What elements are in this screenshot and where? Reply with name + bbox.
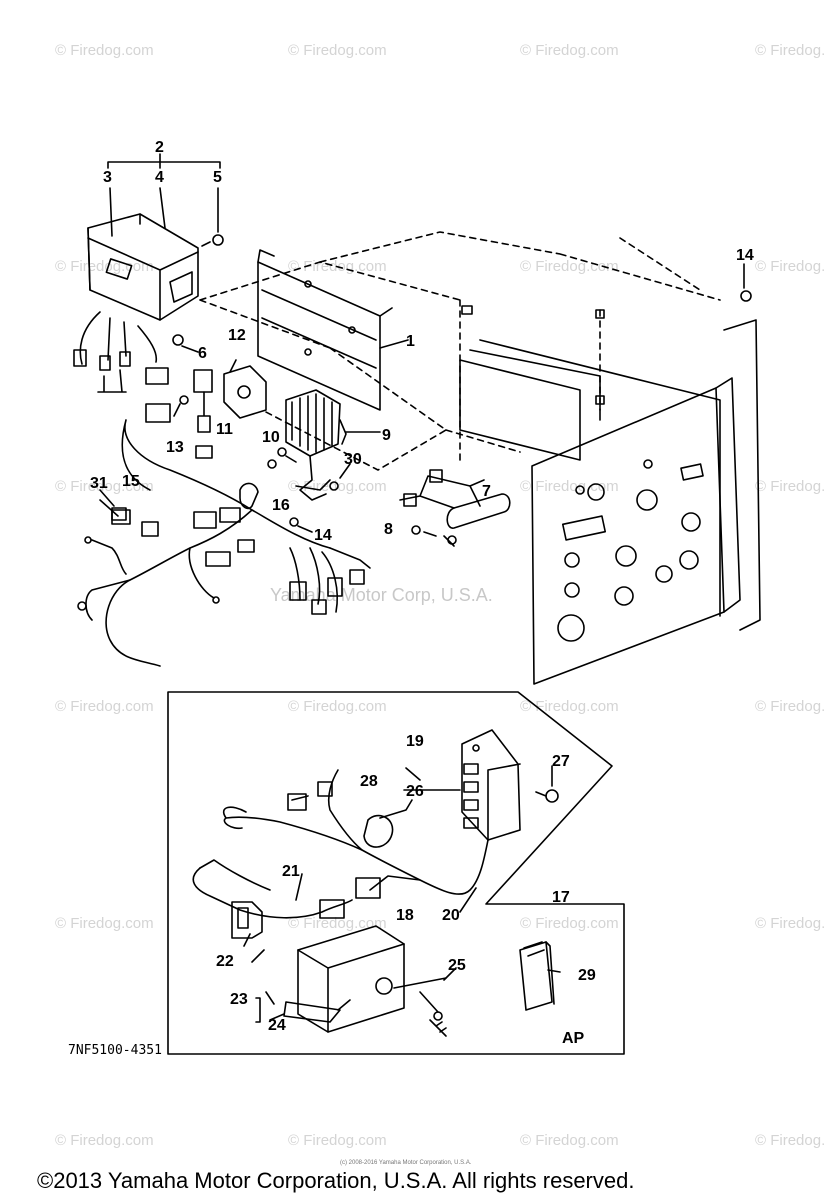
callout-1: 1 <box>406 333 415 350</box>
callout-28: 28 <box>360 773 378 790</box>
watermark: © Firedog.com <box>55 42 154 59</box>
callout-23: 23 <box>230 991 248 1008</box>
part-code: 7NF5100-4351 <box>68 1043 162 1058</box>
callout-10: 10 <box>262 429 280 446</box>
watermark: © Firedog.com <box>520 258 619 275</box>
watermark: © Firedog.com <box>520 698 619 715</box>
watermark: © Firedog.com <box>55 1132 154 1149</box>
leader-line <box>109 187 219 237</box>
ap-kit-outline <box>167 691 625 1055</box>
ap-control-box <box>461 729 521 841</box>
watermark: © Firedog.com <box>55 915 154 932</box>
watermark: © Firedog.com <box>755 1132 825 1149</box>
harness-15 <box>121 419 331 549</box>
watermark: © Firedog.com <box>55 478 154 495</box>
screw-icon <box>740 290 752 302</box>
callout-2: 2 <box>155 139 164 156</box>
watermark: © Firedog.com <box>755 258 825 275</box>
control-box <box>87 213 199 321</box>
mount-plate <box>257 261 381 411</box>
watermark: © Firedog.com <box>755 698 825 715</box>
watermark: © Firedog.com <box>288 42 387 59</box>
callout-25: 25 <box>448 957 466 974</box>
callout-8: 8 <box>384 521 393 538</box>
callout-14a: 14 <box>736 247 754 264</box>
watermark: © Firedog.com <box>520 1132 619 1149</box>
watermark: © Firedog.com <box>755 478 825 495</box>
callout-13: 13 <box>166 439 184 456</box>
callout-24: 24 <box>268 1017 286 1034</box>
callout-30: 30 <box>344 451 362 468</box>
callout-27: 27 <box>552 753 570 770</box>
callout-15: 15 <box>122 473 140 490</box>
watermark: © Firedog.com <box>288 1132 387 1149</box>
cable-21 <box>192 867 353 919</box>
callout-3: 3 <box>103 169 112 186</box>
callout-5: 5 <box>213 169 222 186</box>
ap-label: AP <box>562 1030 585 1047</box>
callout-17: 17 <box>552 889 570 906</box>
harness-20 <box>225 816 489 895</box>
bracket-line <box>107 153 221 169</box>
small-copyright: (c) 2008-2016 Yamaha Motor Corporation, … <box>340 1160 472 1166</box>
watermark: © Firedog.com <box>55 258 154 275</box>
callout-9: 9 <box>382 427 391 444</box>
regulator <box>285 389 341 457</box>
manual-icon <box>519 941 553 1011</box>
callout-4: 4 <box>155 169 164 186</box>
callout-7: 7 <box>482 483 491 500</box>
callout-22: 22 <box>216 953 234 970</box>
callout-6: 6 <box>198 345 207 362</box>
callout-21: 21 <box>282 863 300 880</box>
battery <box>297 925 405 1033</box>
watermark: © Firedog.com <box>755 915 825 932</box>
callout-31: 31 <box>90 475 108 492</box>
rear-housing <box>459 359 581 461</box>
front-panel <box>531 387 725 685</box>
callout-20: 20 <box>442 907 460 924</box>
wire <box>79 311 158 365</box>
callout-29: 29 <box>578 967 596 984</box>
watermark: © Firedog.com <box>288 915 387 932</box>
callout-18: 18 <box>396 907 414 924</box>
watermark: © Firedog.com <box>288 698 387 715</box>
watermark: © Firedog.com <box>755 42 825 59</box>
rectifier <box>223 365 267 419</box>
screw-icon <box>212 234 224 246</box>
callout-11: 11 <box>216 421 233 438</box>
watermark: © Firedog.com <box>55 698 154 715</box>
callout-19: 19 <box>406 733 424 750</box>
cable-tube <box>446 493 511 529</box>
callout-14b: 14 <box>314 527 332 544</box>
callout-26: 26 <box>406 783 424 800</box>
callout-16: 16 <box>272 497 290 514</box>
watermark: © Firedog.com <box>520 42 619 59</box>
callout-12: 12 <box>228 327 246 344</box>
watermark: © Firedog.com <box>520 478 619 495</box>
watermark: © Firedog.com <box>520 915 619 932</box>
copyright-footer: ©2013 Yamaha Motor Corporation, U.S.A. A… <box>37 1168 635 1193</box>
